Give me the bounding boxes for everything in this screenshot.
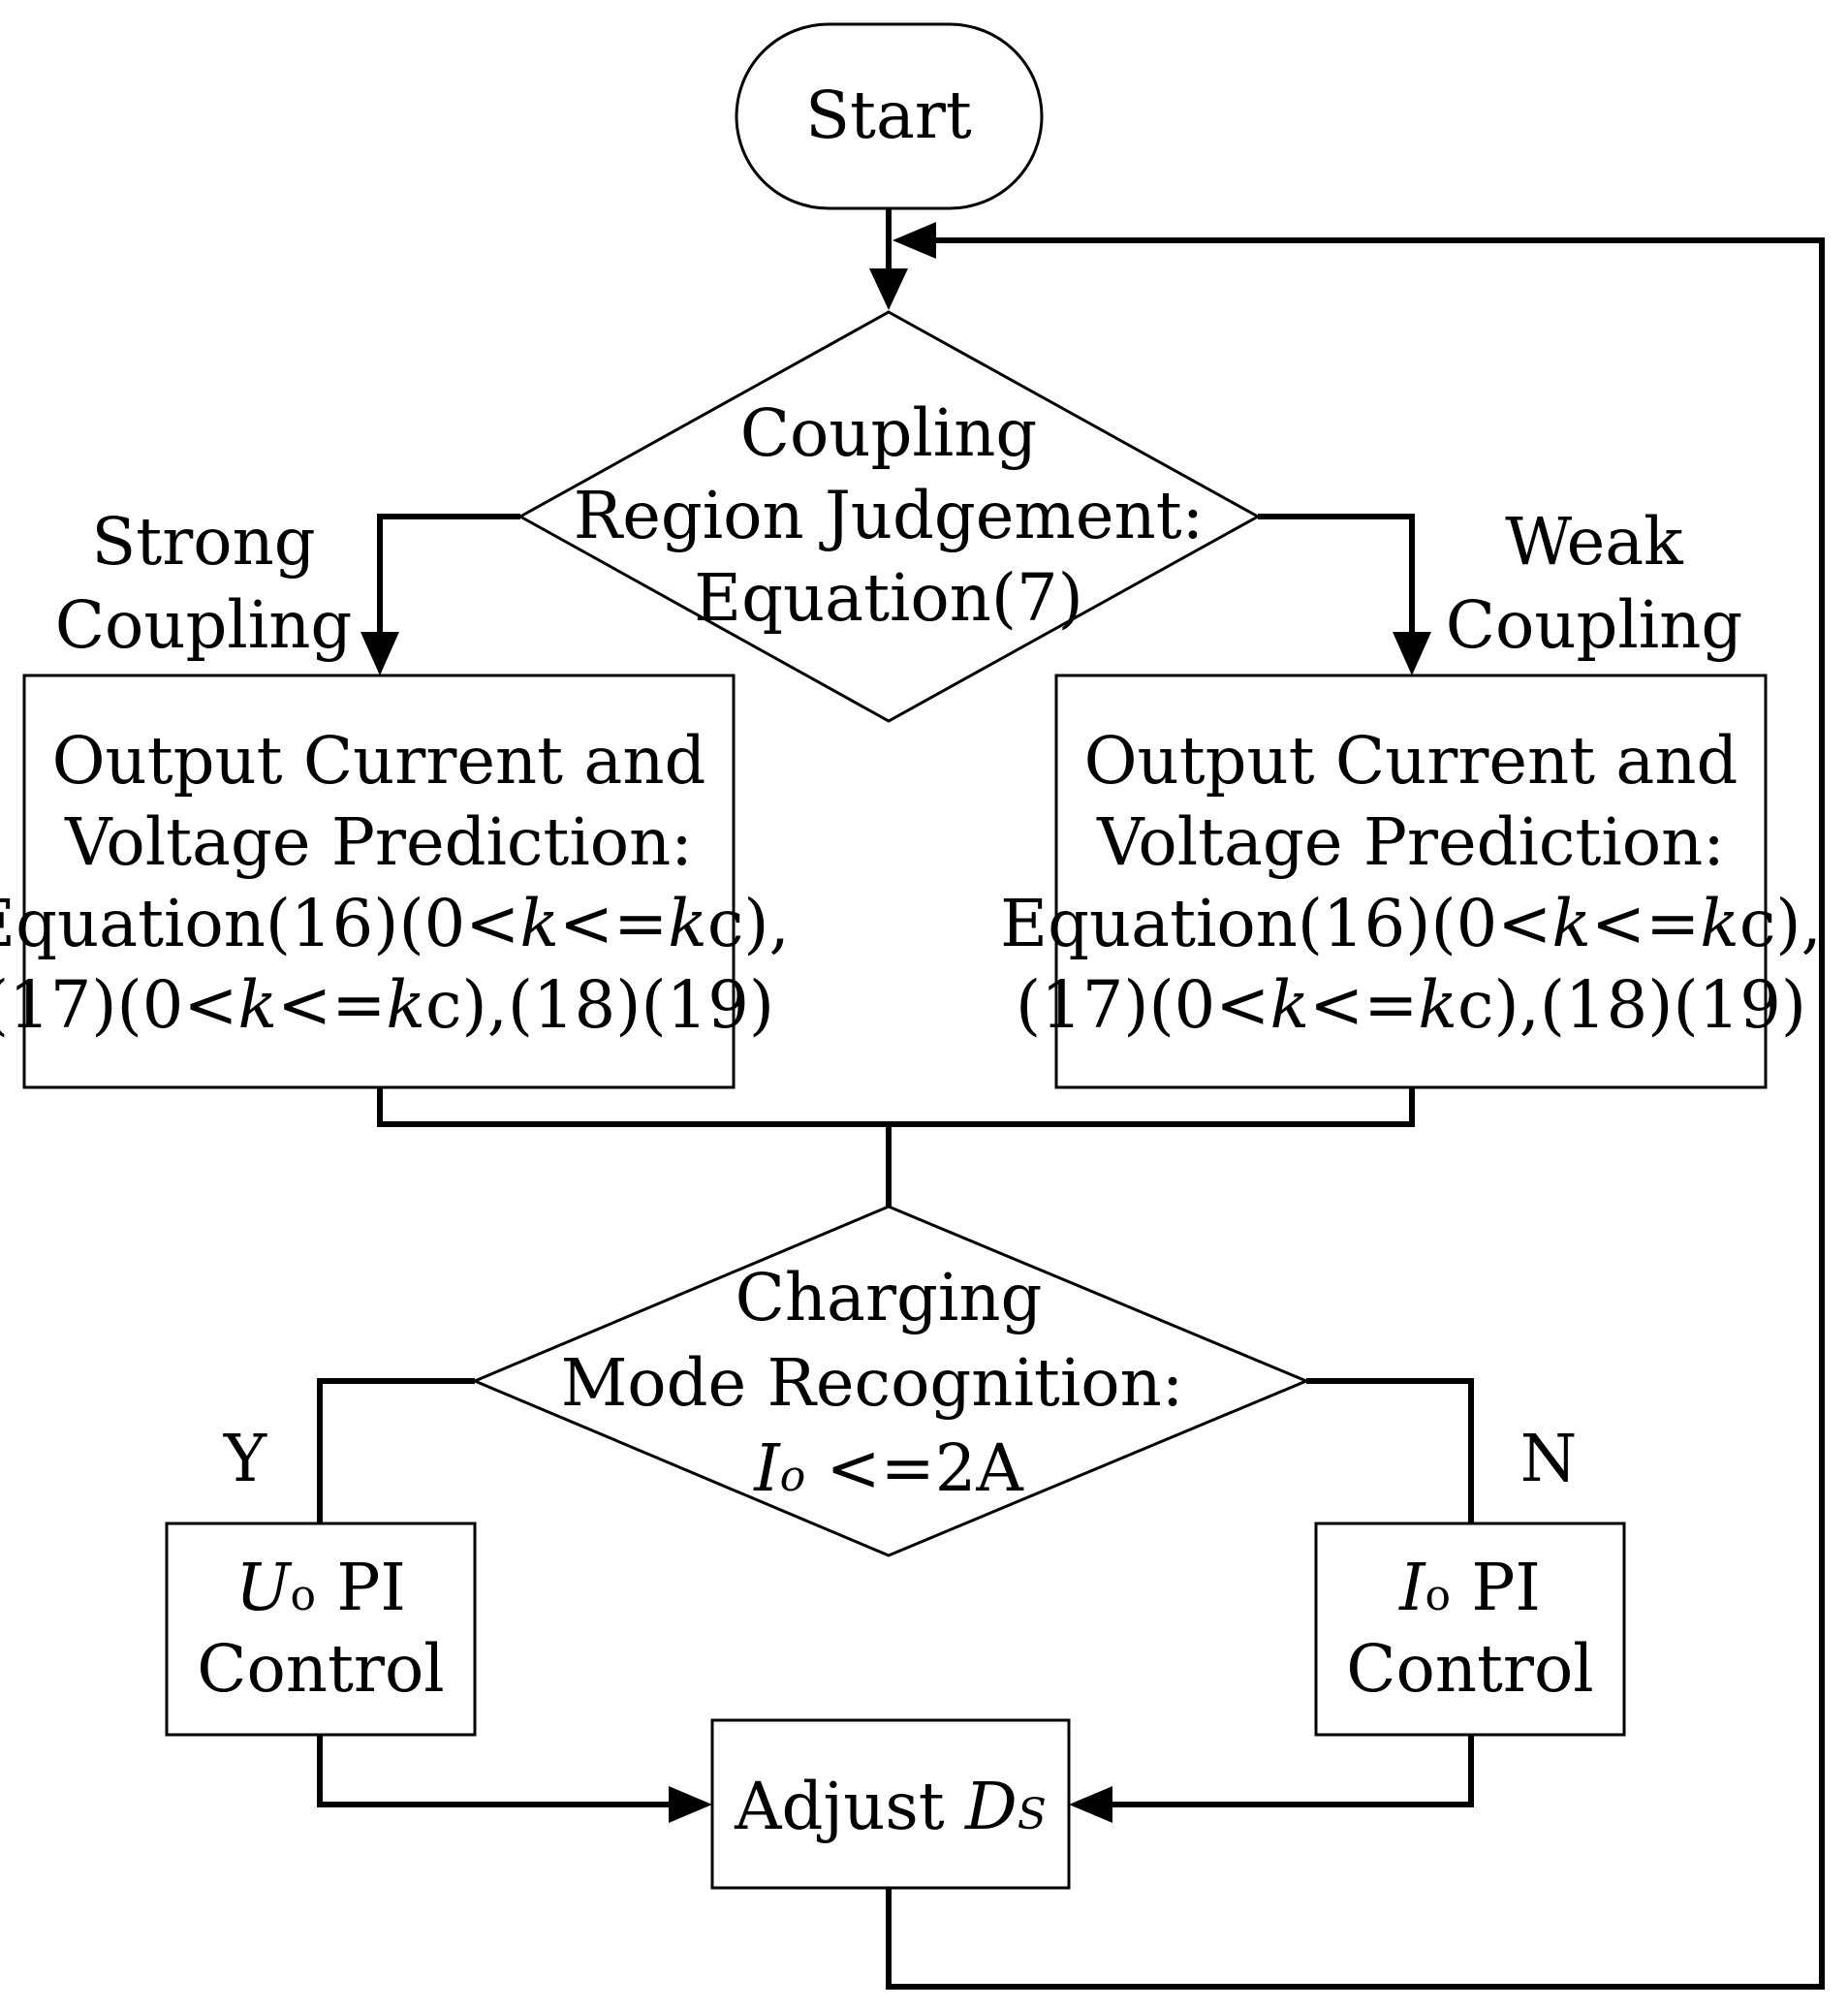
arrowhead-into-predict-right: [1393, 632, 1431, 675]
connector-strong-branch: [377, 514, 520, 638]
start-terminal: Start: [735, 22, 1044, 210]
start-label: Start: [805, 78, 972, 153]
connector-no-branch: [1306, 1378, 1474, 1523]
prediction-weak-line-1: Output Current and: [1084, 723, 1738, 799]
connector-uo-to-adjust: [317, 1735, 673, 1807]
prediction-strong-line-1: Output Current and: [52, 723, 706, 799]
mode-decision-line-1: Charging: [736, 1260, 1043, 1335]
mode-decision-line-3: Io <=2A: [752, 1430, 1024, 1506]
uo-pi-control-shape: [165, 1522, 477, 1737]
uo-pi-control-line-1: Uo PI: [235, 1550, 406, 1625]
connector-yes-branch: [317, 1378, 475, 1523]
prediction-box-strong: Output Current and Voltage Prediction: E…: [0, 674, 790, 1089]
no-label: N: [1520, 1421, 1578, 1496]
uo-pi-control-box: Uo PI Control: [165, 1522, 477, 1737]
io-pi-control-line-1: Io PI: [1397, 1550, 1541, 1625]
arrowhead-io-into-adjust: [1069, 1786, 1112, 1823]
weak-coupling-label-line-2: Coupling: [1446, 587, 1743, 663]
coupling-decision-line-1: Coupling: [740, 395, 1038, 471]
adjust-ds-box: Adjust DS: [710, 1718, 1071, 1890]
strong-coupling-label-line-2: Coupling: [55, 587, 353, 663]
mode-decision-shape: [471, 1205, 1310, 1557]
weak-coupling-label-line-1: Weak: [1505, 504, 1684, 580]
coupling-region-decision: Coupling Region Judgement: Equation(7): [517, 310, 1262, 723]
connectors: [317, 208, 1825, 1990]
prediction-weak-line-3: Equation(16)(0<k<=kc),: [1000, 886, 1822, 961]
start-shape: [735, 22, 1044, 210]
io-pi-control-box: Io PI Control: [1314, 1522, 1626, 1737]
arrowhead-into-predict-left: [360, 632, 399, 675]
charging-mode-decision: Charging Mode Recognition: Io <=2A: [471, 1205, 1310, 1557]
prediction-weak-line-2: Voltage Prediction:: [1096, 804, 1725, 880]
adjust-ds-shape: [710, 1718, 1071, 1890]
adjust-ds-label: Adjust DS: [734, 1769, 1047, 1844]
coupling-decision-line-3: Equation(7): [694, 560, 1083, 636]
prediction-strong-line-2: Voltage Prediction:: [64, 804, 693, 880]
arrowhead-uo-into-adjust: [669, 1786, 712, 1823]
arrowhead-loop-into-main: [893, 222, 936, 259]
io-pi-control-shape: [1314, 1522, 1626, 1737]
strong-coupling-label-line-1: Strong: [91, 504, 315, 580]
coupling-decision-line-2: Region Judgement:: [574, 478, 1204, 553]
prediction-box-strong-shape: [22, 674, 736, 1089]
connector-loop-back: [886, 237, 1825, 1990]
io-pi-control-line-2: Control: [1346, 1631, 1593, 1707]
prediction-box-weak-shape: [1054, 674, 1768, 1089]
connector-io-to-adjust: [1108, 1735, 1474, 1807]
mode-decision-line-2: Mode Recognition:: [561, 1345, 1184, 1421]
prediction-weak-line-4: (17)(0<k<=kc),(18)(19): [1016, 967, 1806, 1043]
connector-weak-branch: [1258, 514, 1415, 638]
yes-label: Y: [223, 1421, 267, 1496]
prediction-box-weak: Output Current and Voltage Prediction: E…: [1000, 674, 1822, 1089]
uo-pi-control-line-2: Control: [197, 1631, 444, 1707]
prediction-strong-line-4: (17)(0<k<=kc),(18)(19): [0, 967, 774, 1043]
prediction-strong-line-3: Equation(16)(0<k<=kc),: [0, 886, 790, 961]
arrowhead-into-coupling: [869, 268, 908, 310]
coupling-decision-shape: [517, 310, 1262, 723]
connector-merge-predictions: [377, 1087, 1415, 1127]
